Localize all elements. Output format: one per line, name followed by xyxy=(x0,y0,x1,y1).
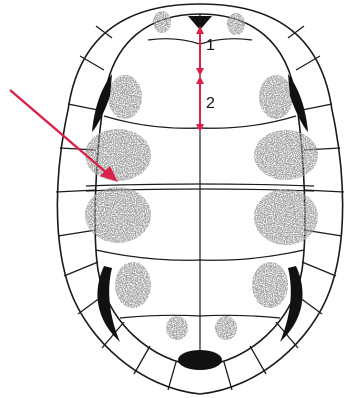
label-2: 2 xyxy=(206,95,215,112)
label-1: 1 xyxy=(206,37,215,54)
anal-notch-mark xyxy=(178,350,222,370)
